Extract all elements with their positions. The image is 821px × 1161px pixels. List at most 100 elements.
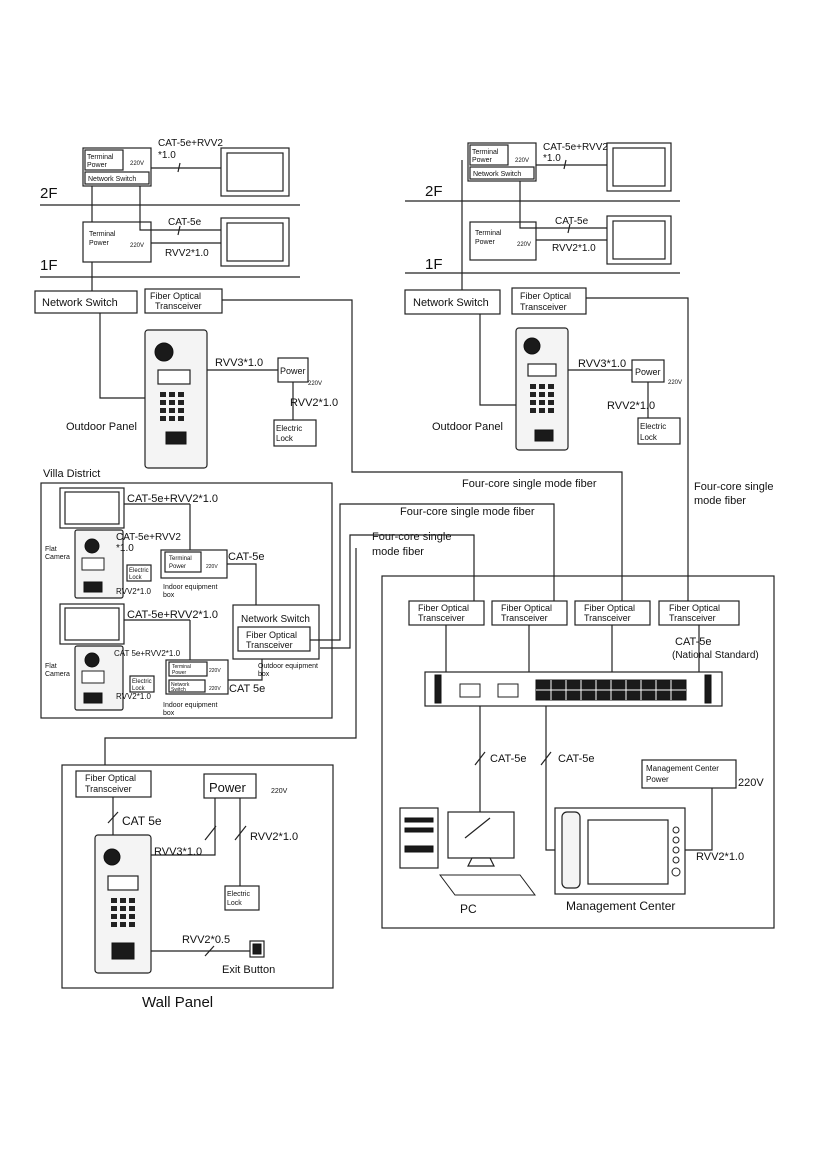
svg-text:RVV2*1.0: RVV2*1.0 xyxy=(116,587,152,596)
svg-text:RVV2*1.0: RVV2*1.0 xyxy=(552,243,596,254)
fiber-label-2-line1: Four-core single xyxy=(694,481,773,493)
svg-text:Indoor equipment: Indoor equipment xyxy=(163,702,218,709)
svg-text:Network Switch: Network Switch xyxy=(88,176,136,183)
svg-text:RVV2*1.0: RVV2*1.0 xyxy=(165,248,209,259)
svg-text:Fiber Optical: Fiber Optical xyxy=(418,603,469,613)
svg-text:Indoor equipment: Indoor equipment xyxy=(163,584,218,591)
svg-text:RVV2*1.0: RVV2*1.0 xyxy=(116,692,152,701)
villa-district: Villa District CAT-5e+RVV2*1.0 Flat Came… xyxy=(40,468,333,719)
outdoor-panel-label-left: Outdoor Panel xyxy=(66,421,137,433)
svg-text:Outdoor Panel: Outdoor Panel xyxy=(432,421,503,433)
svg-text:220V: 220V xyxy=(517,242,531,248)
svg-text:Transceiver: Transceiver xyxy=(520,302,567,312)
svg-text:220V: 220V xyxy=(668,380,682,386)
svg-text:220V: 220V xyxy=(738,777,764,789)
svg-text:Fiber Optical: Fiber Optical xyxy=(246,630,297,640)
svg-text:Power: Power xyxy=(169,564,186,570)
svg-text:Terminal: Terminal xyxy=(172,664,191,670)
svg-text:box: box xyxy=(258,671,270,678)
electric-lock-right xyxy=(637,417,681,445)
power-box-left xyxy=(277,357,309,383)
management-area: Fiber Optical Transceiver Fiber Optical … xyxy=(381,575,775,929)
svg-text:RVV2*1.0: RVV2*1.0 xyxy=(250,831,298,843)
floor-1f-label: 1F xyxy=(40,257,58,274)
svg-text:Lock: Lock xyxy=(640,433,658,442)
terminal-power-switch-box-2f: Terminal Power 220V Network Switch xyxy=(82,147,152,187)
svg-text:CAT-5e+RVV2*1.0: CAT-5e+RVV2*1.0 xyxy=(127,493,218,505)
svg-text:1F: 1F xyxy=(425,256,443,273)
svg-text:RVV2*1.0: RVV2*1.0 xyxy=(696,851,744,863)
svg-text:Network Switch: Network Switch xyxy=(473,171,521,178)
svg-text:RVV3*1.0: RVV3*1.0 xyxy=(578,358,626,370)
svg-text:Fiber Optical: Fiber Optical xyxy=(520,291,571,301)
svg-text:Flat: Flat xyxy=(45,546,57,553)
svg-text:220V: 220V xyxy=(308,381,322,387)
svg-text:220V: 220V xyxy=(130,161,144,167)
svg-text:Power: Power xyxy=(475,239,496,246)
svg-text:CAT-5e: CAT-5e xyxy=(168,217,202,228)
svg-text:Electric: Electric xyxy=(132,679,152,685)
fiber-label-4-line2: mode fiber xyxy=(372,546,424,558)
svg-text:220V: 220V xyxy=(515,158,529,164)
svg-text:CAT-5e+RVV2: CAT-5e+RVV2 xyxy=(543,142,608,153)
svg-text:Power: Power xyxy=(646,775,669,784)
svg-text:Terminal: Terminal xyxy=(475,230,502,237)
indoor-monitor-2f xyxy=(220,147,290,197)
outdoor-panel-left xyxy=(144,329,208,469)
outdoor-panel-right xyxy=(515,327,569,451)
wall-electric-lock xyxy=(224,885,260,911)
indoor-monitor-2f-right xyxy=(606,142,672,192)
network-switch-right xyxy=(404,289,501,315)
svg-text:CAT-5e: CAT-5e xyxy=(558,753,594,765)
svg-text:Network Switch: Network Switch xyxy=(241,614,310,625)
fiber-label-3: Four-core single mode fiber xyxy=(400,506,535,518)
svg-text:Power: Power xyxy=(635,367,661,377)
svg-text:Management Center: Management Center xyxy=(646,764,719,773)
svg-text:Power: Power xyxy=(87,162,108,169)
svg-text:2F: 2F xyxy=(425,183,443,200)
svg-text:Electric: Electric xyxy=(276,424,302,433)
fiber-label-2-line2: mode fiber xyxy=(694,495,746,507)
electric-lock-left xyxy=(273,419,317,447)
svg-text:Transceiver: Transceiver xyxy=(669,613,716,623)
svg-text:Transceiver: Transceiver xyxy=(418,613,465,623)
svg-text:Transceiver: Transceiver xyxy=(155,301,202,311)
svg-text:220V: 220V xyxy=(206,564,218,570)
building-right: 2F 1F Terminal Power 220V Network Switch… xyxy=(404,142,689,601)
svg-text:CAT-5e+RVV2*1.0: CAT-5e+RVV2*1.0 xyxy=(127,609,218,621)
svg-text:box: box xyxy=(163,592,175,599)
svg-text:Flat: Flat xyxy=(45,663,57,670)
svg-text:Transceiver: Transceiver xyxy=(501,613,548,623)
svg-text:Exit Button: Exit Button xyxy=(222,964,275,976)
svg-text:(National Standard): (National Standard) xyxy=(672,650,759,661)
cat5e-rvv2-label-2f: CAT-5e+RVV2 xyxy=(158,138,223,149)
indoor-monitor-1f-right xyxy=(606,215,672,265)
svg-text:Terminal: Terminal xyxy=(89,231,116,238)
fiber-transceiver-left xyxy=(144,288,223,314)
svg-text:*1.0: *1.0 xyxy=(116,543,134,554)
terminal-power-box-1f: Terminal Power 220V xyxy=(82,221,152,263)
svg-text:Lock: Lock xyxy=(132,686,146,692)
svg-text:Network: Network xyxy=(171,682,190,688)
svg-text:*1.0: *1.0 xyxy=(158,150,176,161)
svg-text:Power: Power xyxy=(172,670,187,676)
svg-text:Lock: Lock xyxy=(276,434,294,443)
svg-text:Power: Power xyxy=(280,366,306,376)
svg-text:RVV3*1.0: RVV3*1.0 xyxy=(154,846,202,858)
svg-text:CAT-5e: CAT-5e xyxy=(555,216,589,227)
wall-panel-title: Wall Panel xyxy=(142,994,213,1011)
svg-text:Transceiver: Transceiver xyxy=(85,784,132,794)
svg-text:Lock: Lock xyxy=(129,575,143,581)
wall-power-box xyxy=(203,773,257,799)
svg-text:Network Switch: Network Switch xyxy=(413,297,489,309)
svg-text:RVV2*0.5: RVV2*0.5 xyxy=(182,934,230,946)
floor-2f-label: 2F xyxy=(40,185,58,202)
svg-text:CAT-5e: CAT-5e xyxy=(228,551,264,563)
svg-text:box: box xyxy=(163,710,175,717)
svg-text:Lock: Lock xyxy=(227,900,242,907)
wall-panel-section: Fiber Optical Transceiver CAT 5e Power 2… xyxy=(61,764,334,989)
svg-text:Electric: Electric xyxy=(227,891,250,898)
svg-text:Camera: Camera xyxy=(45,671,70,678)
svg-text:RVV2*1.0: RVV2*1.0 xyxy=(607,400,655,412)
